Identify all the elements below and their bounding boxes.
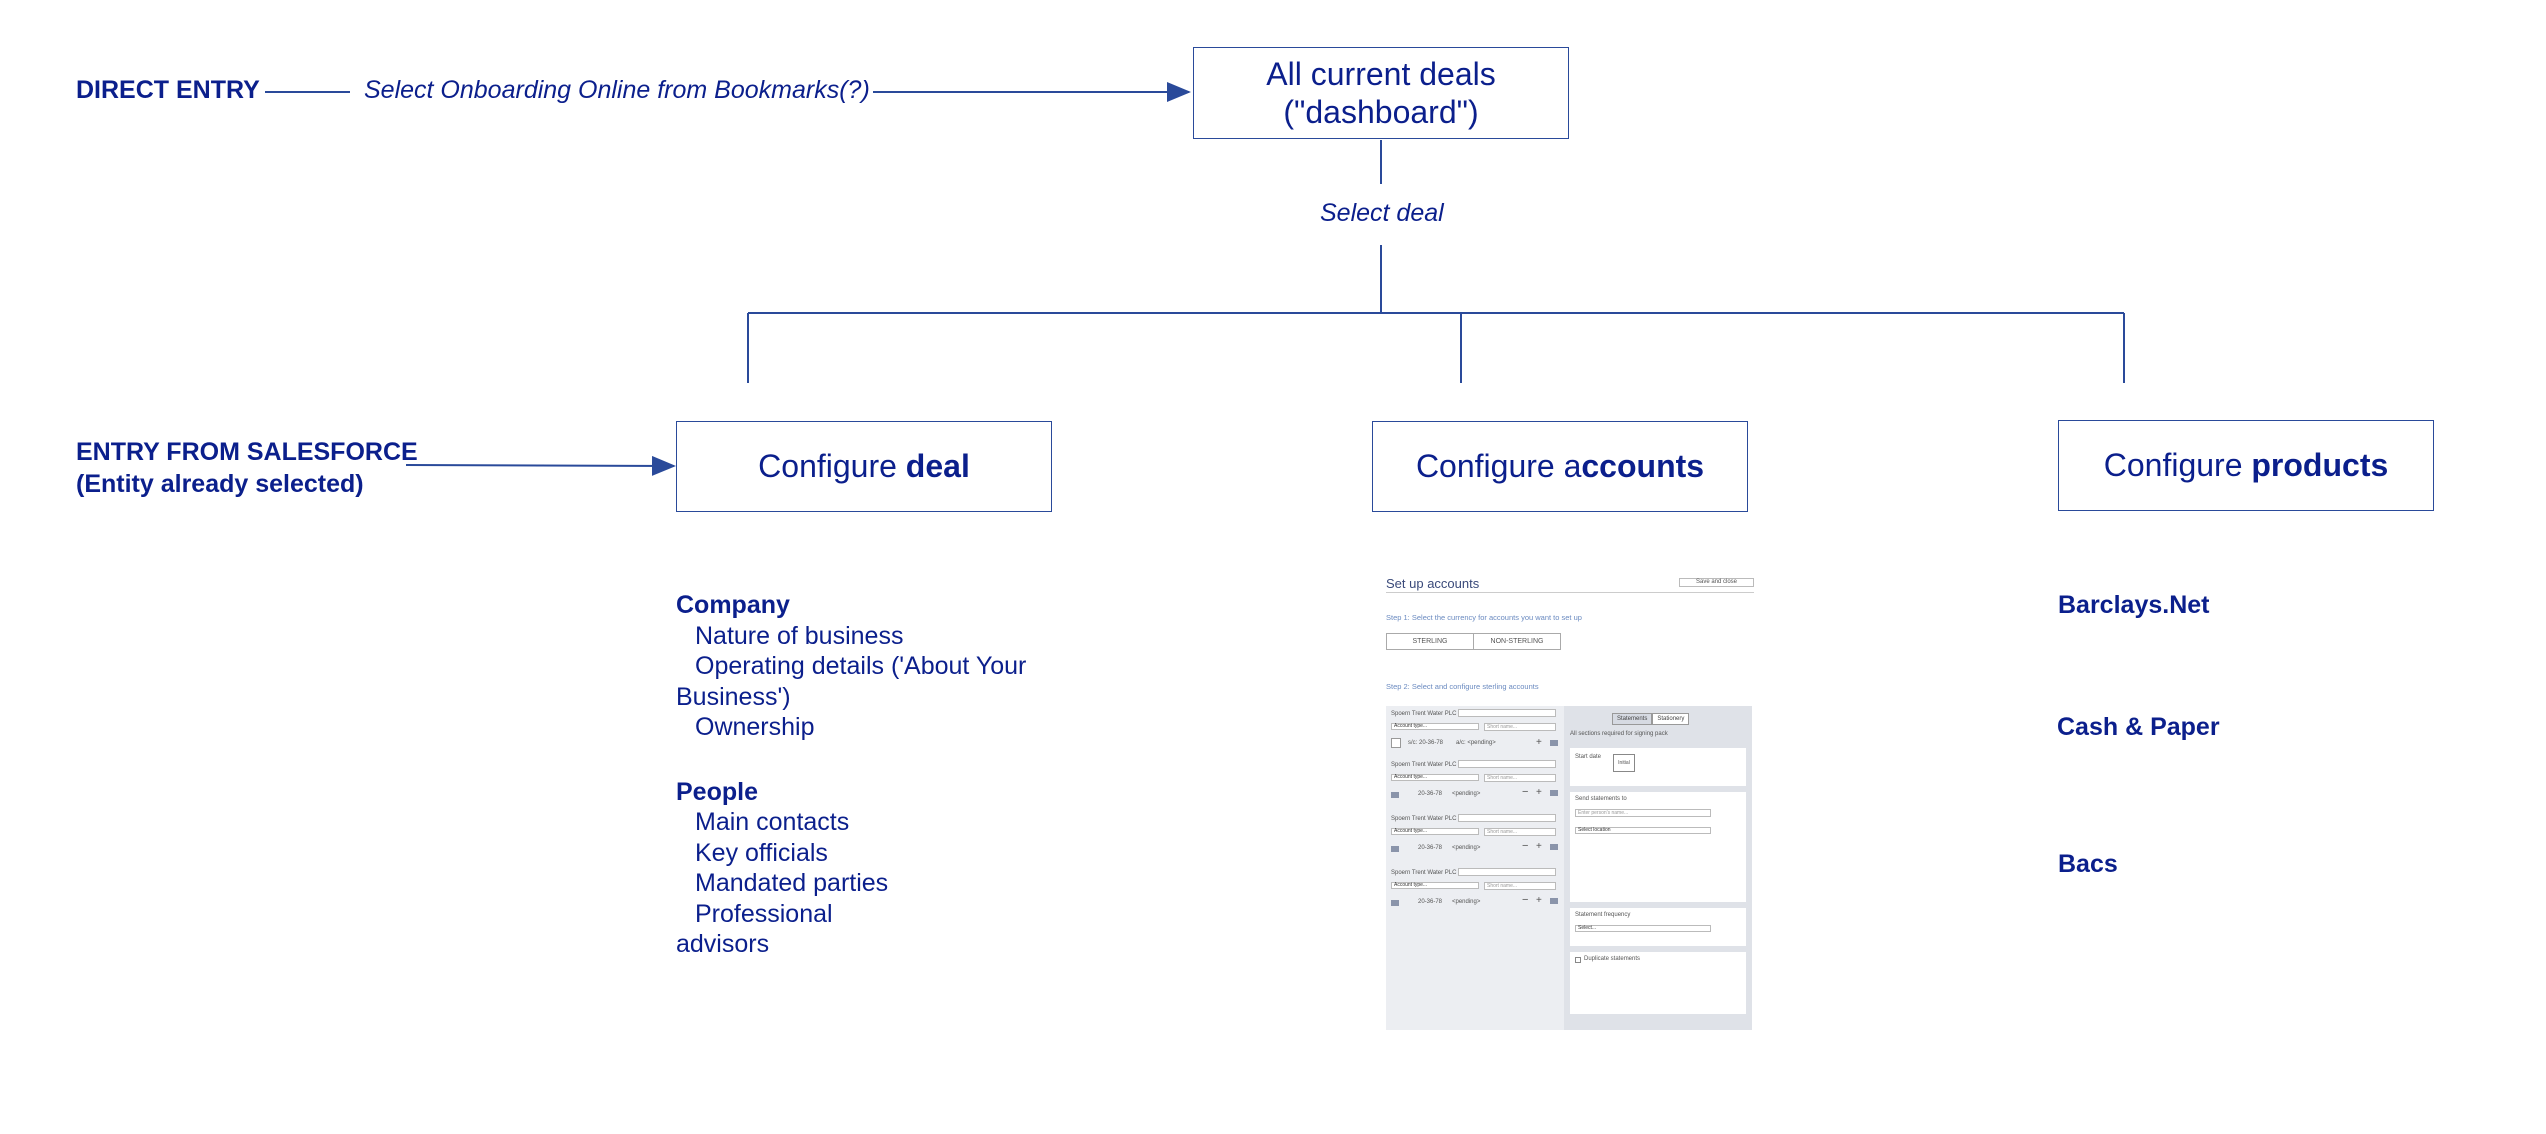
thumb-send-statements-input[interactable]: Enter person's name... xyxy=(1575,809,1711,817)
thumb-short-name-input[interactable]: Short name... xyxy=(1484,882,1556,890)
thumb-account-number: <pending> xyxy=(1452,845,1481,851)
thumb-add-icon[interactable]: + xyxy=(1536,895,1542,906)
thumb-entity: Spoern Trent Water PLC xyxy=(1391,762,1457,768)
thumb-entity: Spoern Trent Water PLC xyxy=(1391,870,1457,876)
thumb-frequency-select[interactable]: Select... xyxy=(1575,925,1711,932)
thumb-remove-icon[interactable]: − xyxy=(1522,786,1529,798)
list-item: Mandated parties xyxy=(695,869,889,897)
thumb-account-type-select[interactable]: Account type... xyxy=(1391,723,1479,730)
thumb-tab-statements[interactable]: Statements xyxy=(1612,713,1653,725)
thumb-account-type-select[interactable]: Account type... xyxy=(1391,828,1479,835)
salesforce-entry-line-1: ENTRY FROM SALESFORCE xyxy=(76,438,418,466)
dashboard-line-1: All current deals xyxy=(1266,56,1496,92)
salesforce-arrow xyxy=(405,455,676,476)
thumb-account-number: <pending> xyxy=(1452,791,1481,797)
configure-accounts-box[interactable]: Configure accounts xyxy=(1372,421,1748,512)
thumb-sort-code: 20-36-78 xyxy=(1418,899,1443,905)
configure-products-prefix: Configure xyxy=(2103,447,2252,483)
thumb-seg-sterling[interactable]: STERLING xyxy=(1386,633,1474,650)
thumb-row-icon xyxy=(1391,738,1401,748)
thumb-input[interactable] xyxy=(1458,760,1556,768)
list-item: Key officials xyxy=(695,838,828,867)
thumb-tab-stationery[interactable]: Stationery xyxy=(1652,713,1690,725)
thumb-duplicate-checkbox[interactable] xyxy=(1575,957,1581,963)
thumb-add-icon[interactable]: + xyxy=(1536,787,1542,798)
product-barclays-net: Barclays.Net xyxy=(2058,591,2210,619)
list-item: Ownership xyxy=(695,713,815,741)
configure-accounts-bold: ccounts xyxy=(1581,448,1705,484)
direct-entry-flow-label: Select Onboarding Online from Bookmarks(… xyxy=(364,76,870,104)
configure-products-box[interactable]: Configure products xyxy=(2058,420,2434,511)
thumb-account-type-select[interactable]: Account type... xyxy=(1391,882,1479,889)
thumb-start-date-label: Start date xyxy=(1575,754,1602,760)
thumb-config-panel: Spoern Trent Water PLC Account type... S… xyxy=(1386,706,1752,1030)
thumb-add-icon[interactable]: + xyxy=(1536,737,1542,748)
thumb-add-icon[interactable]: + xyxy=(1536,841,1542,852)
thumb-short-name-input[interactable]: Short name... xyxy=(1484,828,1556,836)
people-header: People xyxy=(676,777,758,806)
thumb-short-name-input[interactable]: Short name... xyxy=(1484,774,1556,782)
thumb-entity: Spoern Trent Water PLC xyxy=(1391,816,1457,822)
thumb-seg-non-sterling[interactable]: NON-STERLING xyxy=(1473,633,1561,650)
thumb-send-statements-card: Send statements to Enter person's name..… xyxy=(1570,792,1746,902)
salesforce-entry-line-2: (Entity already selected) xyxy=(76,470,364,498)
thumb-input[interactable] xyxy=(1458,814,1556,822)
thumb-send-statements-label: Send statements to xyxy=(1575,796,1627,802)
thumb-account-number: a/c: <pending> xyxy=(1456,740,1496,746)
thumb-start-date-card: Start date Initial xyxy=(1570,748,1746,786)
accounts-screen-thumbnail: Set up accounts Save and close Step 1: S… xyxy=(1378,570,1754,1030)
dashboard-box[interactable]: All current deals ("dashboard") xyxy=(1193,47,1569,139)
configure-deal-bold: deal xyxy=(905,448,970,484)
thumb-frequency-label: Statement frequency xyxy=(1575,912,1631,918)
thumb-short-name-input[interactable]: Short name... xyxy=(1484,723,1556,731)
thumb-all-sections-note: All sections required for signing pack xyxy=(1570,731,1668,737)
salesforce-entry-label: ENTRY FROM SALESFORCE (Entity already se… xyxy=(76,436,418,500)
thumb-account-type-select[interactable]: Account type... xyxy=(1391,774,1479,781)
list-item: Main contacts xyxy=(695,808,850,836)
thumb-entity: Spoern Trent Water PLC xyxy=(1391,711,1457,717)
thumb-duplicate-card: Duplicate statements xyxy=(1570,952,1746,1014)
thumb-row-icon xyxy=(1391,846,1399,852)
thumb-input[interactable] xyxy=(1458,709,1556,717)
configure-products-bold: products xyxy=(2251,447,2389,483)
thumb-step-2: Step 2: Select and configure sterling ac… xyxy=(1386,682,1539,691)
thumb-row-icon xyxy=(1391,792,1399,798)
thumb-grid-icon[interactable] xyxy=(1550,790,1558,796)
thumb-duplicate-label: Duplicate statements xyxy=(1584,956,1641,962)
list-item: Operating details ('About Your Business'… xyxy=(676,652,1027,711)
configure-deal-box[interactable]: Configure deal xyxy=(676,421,1052,512)
dashboard-line-2: ("dashboard") xyxy=(1283,94,1479,130)
thumb-location-select[interactable]: Select location xyxy=(1575,827,1711,834)
thumb-start-date-field[interactable]: Initial xyxy=(1613,754,1635,772)
thumb-grid-icon[interactable] xyxy=(1550,898,1558,904)
thumb-input[interactable] xyxy=(1458,868,1556,876)
thumb-remove-icon[interactable]: − xyxy=(1522,840,1529,852)
direct-entry-label: DIRECT ENTRY xyxy=(76,76,260,104)
thumb-grid-icon[interactable] xyxy=(1550,844,1558,850)
thumb-statements-panel: Statements Stationery All sections requi… xyxy=(1564,706,1752,1030)
thumb-save-button[interactable]: Save and close xyxy=(1679,578,1754,587)
list-item: Professional advisors xyxy=(676,899,833,959)
thumb-account-number: <pending> xyxy=(1452,899,1481,905)
thumb-tabs: Statements Stationery xyxy=(1612,713,1690,725)
thumb-step-1: Step 1: Select the currency for accounts… xyxy=(1386,613,1582,622)
thumb-divider xyxy=(1386,592,1754,593)
configure-accounts-prefix: Configure a xyxy=(1415,448,1582,484)
thumb-remove-icon[interactable]: − xyxy=(1522,894,1529,906)
thumb-title: Set up accounts xyxy=(1386,576,1480,591)
thumb-sort-code: 20-36-78 xyxy=(1418,845,1443,851)
thumb-sort-code: 20-36-78 xyxy=(1418,791,1443,797)
product-cash-paper: Cash & Paper xyxy=(2057,713,2220,741)
select-deal-label: Select deal xyxy=(1320,199,1444,227)
list-item: Nature of business xyxy=(695,621,904,650)
company-header: Company xyxy=(676,591,790,619)
product-bacs: Bacs xyxy=(2058,850,2118,878)
thumb-frequency-card: Statement frequency Select... xyxy=(1570,908,1746,946)
thumb-row-icon xyxy=(1391,900,1399,906)
thumb-sort-code: s/c: 20-36-78 xyxy=(1408,740,1444,746)
deal-details-list: Company Nature of business Operating det… xyxy=(676,590,1036,960)
thumb-grid-icon[interactable] xyxy=(1550,740,1558,746)
configure-deal-prefix: Configure xyxy=(758,448,906,484)
